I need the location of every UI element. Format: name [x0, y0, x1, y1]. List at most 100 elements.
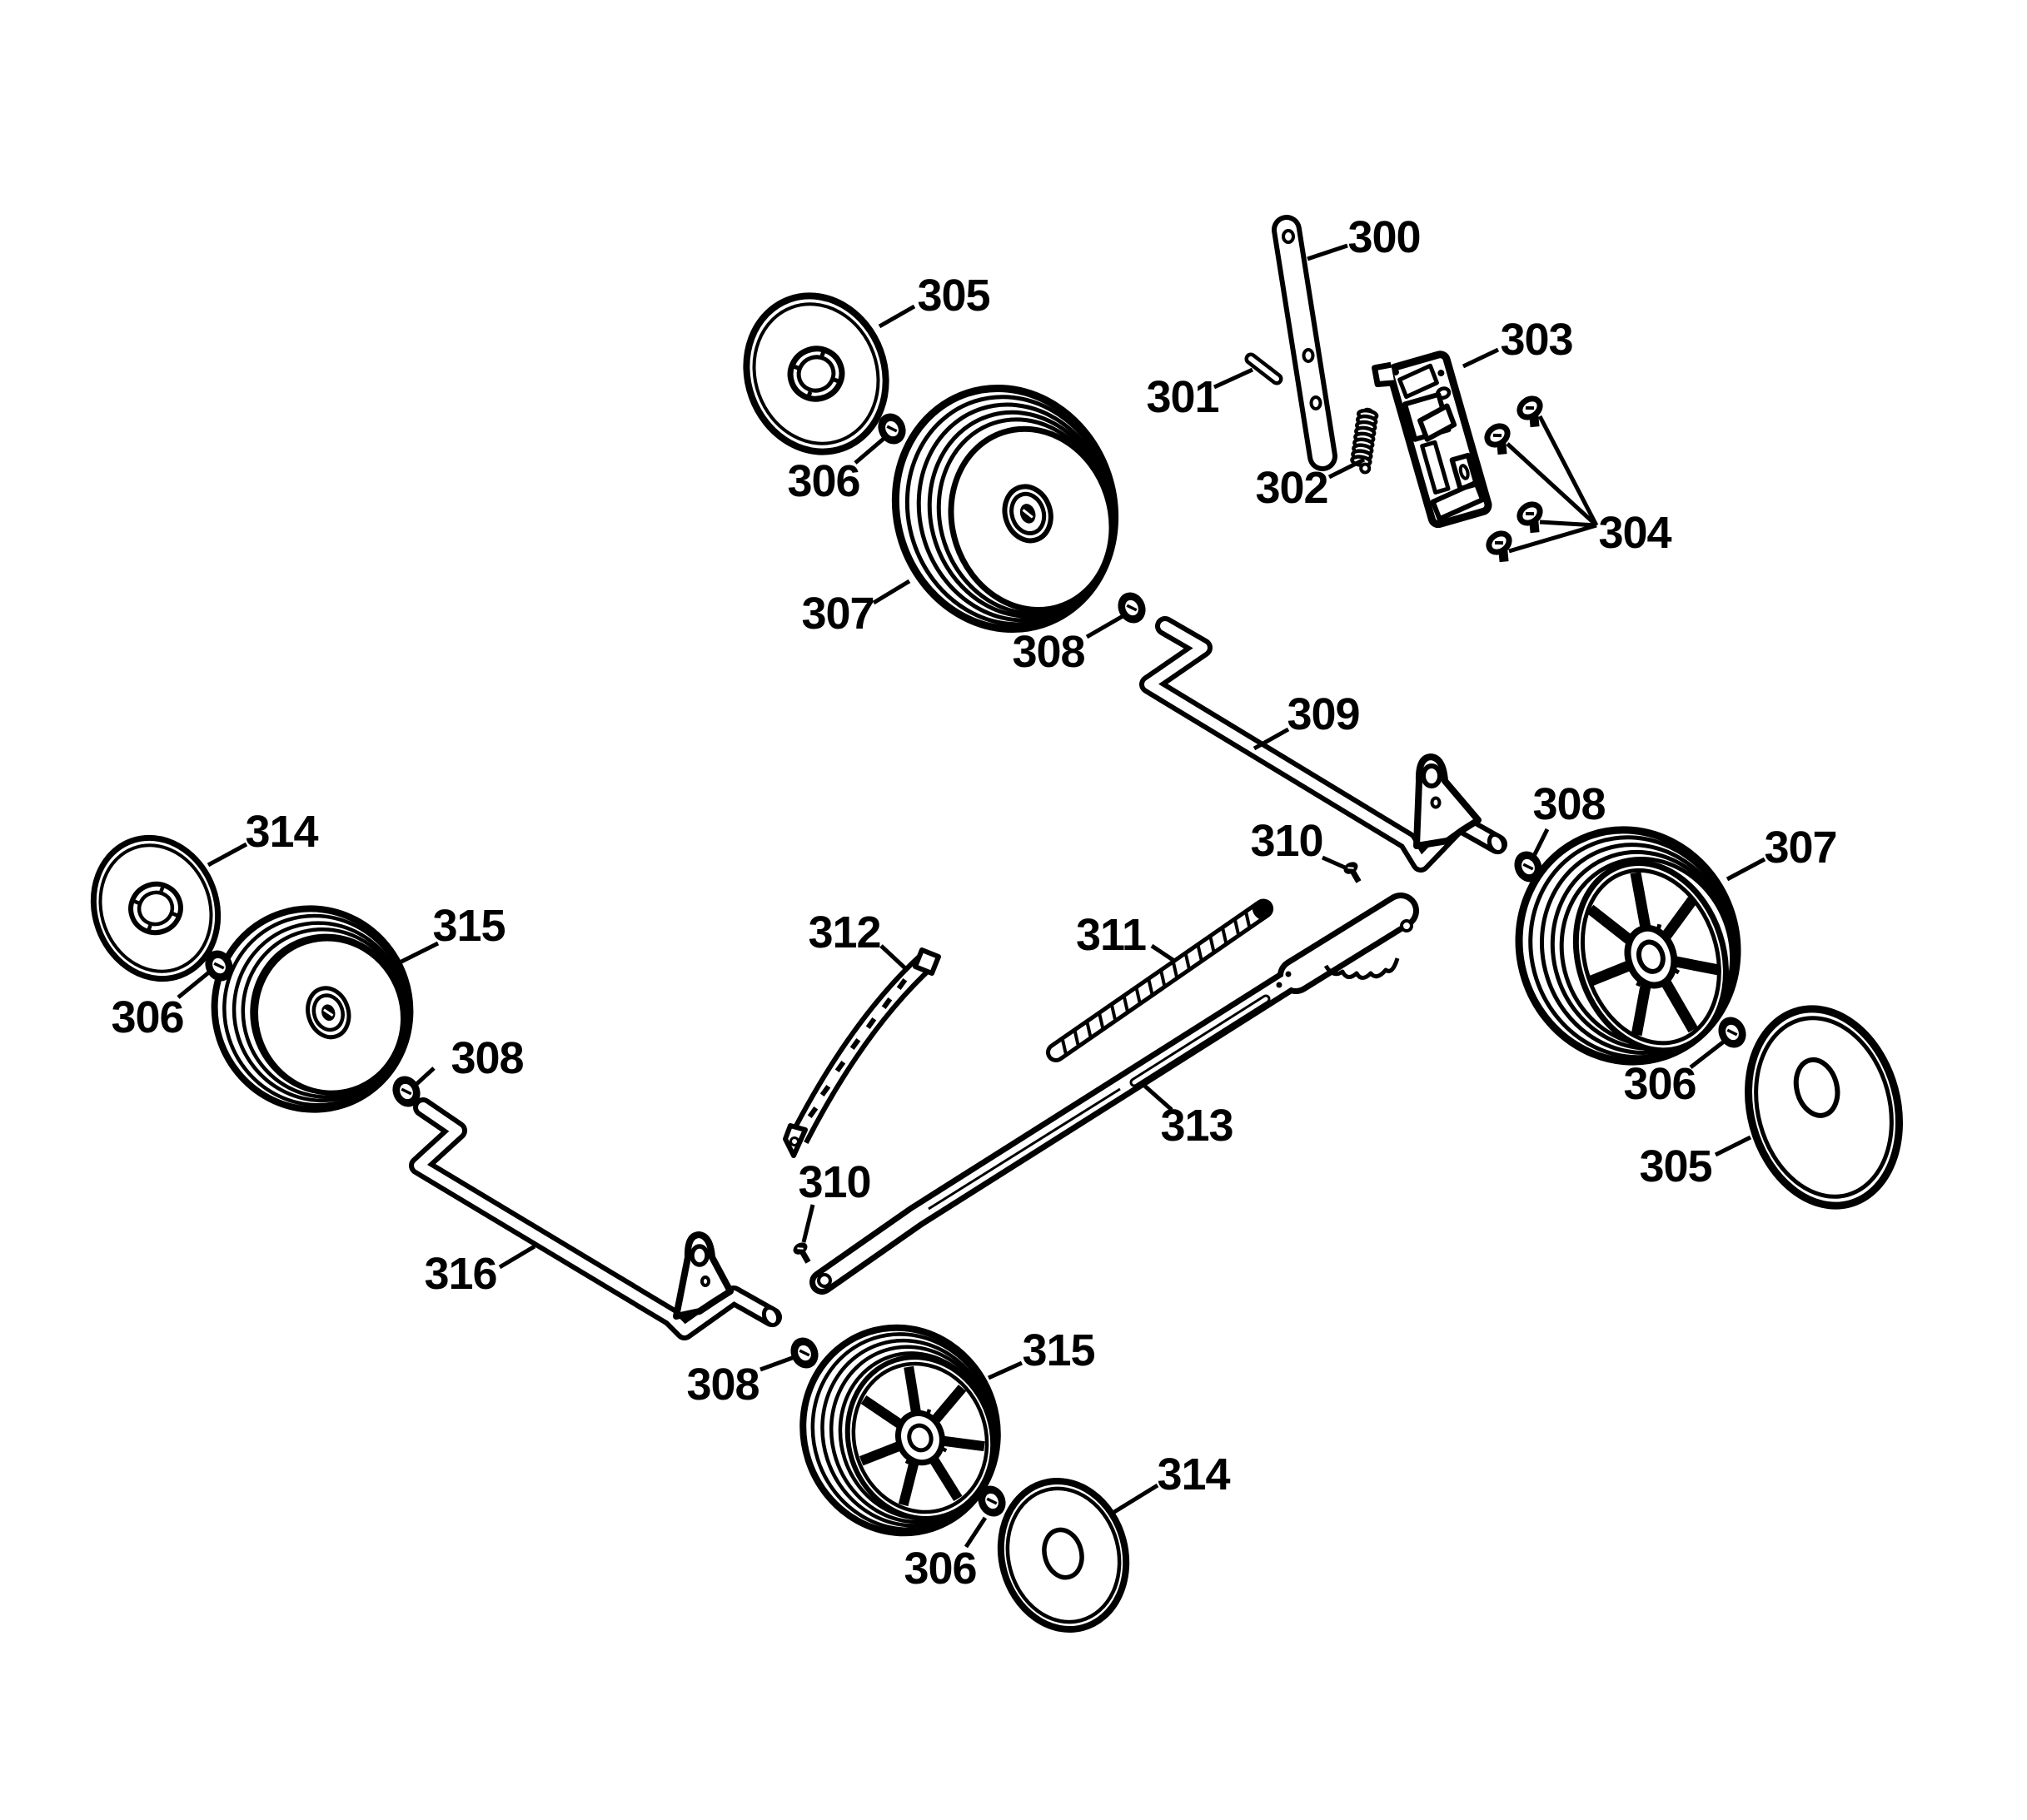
callout-308: 308 — [1529, 779, 1606, 863]
leader-line-310 — [1321, 855, 1347, 870]
leader-line-303 — [1462, 347, 1500, 369]
part-number-label: 301 — [1146, 372, 1218, 422]
leader-line-304 — [1508, 523, 1597, 554]
callout-301: 301 — [1146, 367, 1254, 422]
leader-line-307 — [872, 579, 911, 605]
leader-line-305 — [1714, 1135, 1752, 1157]
callout-306: 306 — [904, 1516, 988, 1594]
callout-303: 303 — [1462, 315, 1574, 369]
callout-311: 311 — [1076, 910, 1176, 963]
nut-308-left — [392, 1076, 421, 1107]
nut-306-bottom — [978, 1485, 1006, 1517]
callout-315: 315 — [987, 1325, 1096, 1380]
pin-310-bottom — [793, 1242, 811, 1264]
part-number-label: 302 — [1255, 463, 1327, 513]
threaded-rod-311 — [1046, 898, 1274, 1062]
part-number-label: 308 — [1012, 627, 1084, 677]
part-number-label: 312 — [808, 908, 880, 957]
part-number-label: 315 — [1022, 1325, 1094, 1375]
part-number-label: 310 — [1250, 816, 1322, 866]
leader-line-316 — [498, 1244, 536, 1270]
callout-306: 306 — [111, 970, 212, 1042]
callout-310: 310 — [798, 1157, 872, 1243]
screw-304-c — [1517, 501, 1543, 534]
part-number-label: 314 — [1157, 1450, 1230, 1499]
part-number-label: 306 — [904, 1544, 976, 1594]
callout-315: 315 — [396, 901, 506, 966]
part-number-label: 300 — [1347, 212, 1420, 262]
mounting-strap-300 — [1272, 215, 1337, 471]
screw-304-a — [1517, 395, 1543, 428]
callout-302: 302 — [1255, 457, 1366, 513]
leader-line-315 — [396, 941, 440, 966]
hubcap-305-right — [1745, 1005, 1903, 1210]
part-number-label: 304 — [1598, 508, 1671, 558]
wheel-307-top — [891, 384, 1119, 634]
leader-line-310 — [801, 1204, 815, 1243]
callout-309: 309 — [1253, 689, 1361, 751]
latch-bracket-303 — [1372, 351, 1492, 529]
hubcap-314-left — [90, 834, 222, 982]
callout-314: 314 — [207, 807, 320, 868]
wheel-315-left — [211, 905, 414, 1113]
part-number-label: 305 — [917, 271, 989, 321]
nut-306-left — [205, 950, 233, 982]
part-number-label: 316 — [424, 1249, 496, 1299]
part-number-label: 306 — [1623, 1059, 1696, 1109]
leader-line-301 — [1213, 367, 1254, 390]
nut-308-top — [1118, 592, 1146, 624]
leader-line-300 — [1307, 243, 1348, 261]
clevis-pin-301 — [1244, 352, 1283, 385]
callout-306: 306 — [787, 437, 885, 506]
curved-rack-312 — [783, 947, 941, 1158]
callout-312: 312 — [808, 908, 907, 970]
leader-line-306 — [177, 970, 212, 999]
callout-308: 308 — [1012, 613, 1126, 677]
wheel-307-right — [1515, 826, 1741, 1066]
part-number-label: 308 — [1532, 779, 1605, 829]
callout-305: 305 — [1639, 1135, 1752, 1191]
callout-310: 310 — [1250, 816, 1347, 870]
callout-305: 305 — [878, 271, 991, 329]
leader-line-308 — [412, 1067, 436, 1088]
nut-306-top — [878, 413, 906, 445]
screw-304-d — [1486, 530, 1512, 563]
nut-306-right — [1718, 1017, 1746, 1048]
callout-304: 304 — [1506, 415, 1673, 558]
part-number-label: 314 — [245, 807, 318, 857]
callout-313: 313 — [1141, 1082, 1234, 1151]
callout-306: 306 — [1623, 1040, 1726, 1109]
leader-line-315 — [987, 1360, 1023, 1380]
nut-308-right — [1514, 851, 1542, 883]
part-number-label: 306 — [787, 456, 859, 506]
leader-line-313 — [1141, 1082, 1173, 1111]
spring-302 — [1350, 407, 1379, 475]
part-number-label: 309 — [1287, 689, 1359, 739]
leader-line-302 — [1327, 457, 1366, 480]
pin-310-mid — [1343, 862, 1362, 883]
leader-line-305 — [878, 304, 916, 329]
leader-line-309 — [1253, 727, 1290, 751]
leader-line-308 — [1085, 613, 1126, 639]
leader-line-304 — [1539, 520, 1597, 528]
part-number-label: 310 — [798, 1157, 870, 1207]
callout-308: 308 — [686, 1355, 795, 1410]
part-number-label: 303 — [1500, 315, 1572, 365]
leader-line-306 — [1689, 1040, 1726, 1069]
callout-314: 314 — [1113, 1450, 1232, 1514]
callout-316: 316 — [424, 1244, 536, 1299]
screw-304-b — [1484, 423, 1511, 455]
leader-line-304 — [1506, 442, 1598, 527]
leader-line-311 — [1150, 943, 1176, 963]
hubcap-314-bottom — [997, 1477, 1130, 1634]
part-number-label: 306 — [111, 992, 183, 1042]
rear-axle-rod-316 — [409, 1097, 782, 1340]
part-number-label: 311 — [1076, 910, 1146, 960]
wheel-315-bottom — [799, 1324, 1001, 1537]
part-number-label: 305 — [1639, 1141, 1711, 1191]
part-number-label: 313 — [1160, 1101, 1233, 1151]
part-number-label: 308 — [686, 1360, 759, 1410]
callout-300: 300 — [1307, 212, 1422, 262]
